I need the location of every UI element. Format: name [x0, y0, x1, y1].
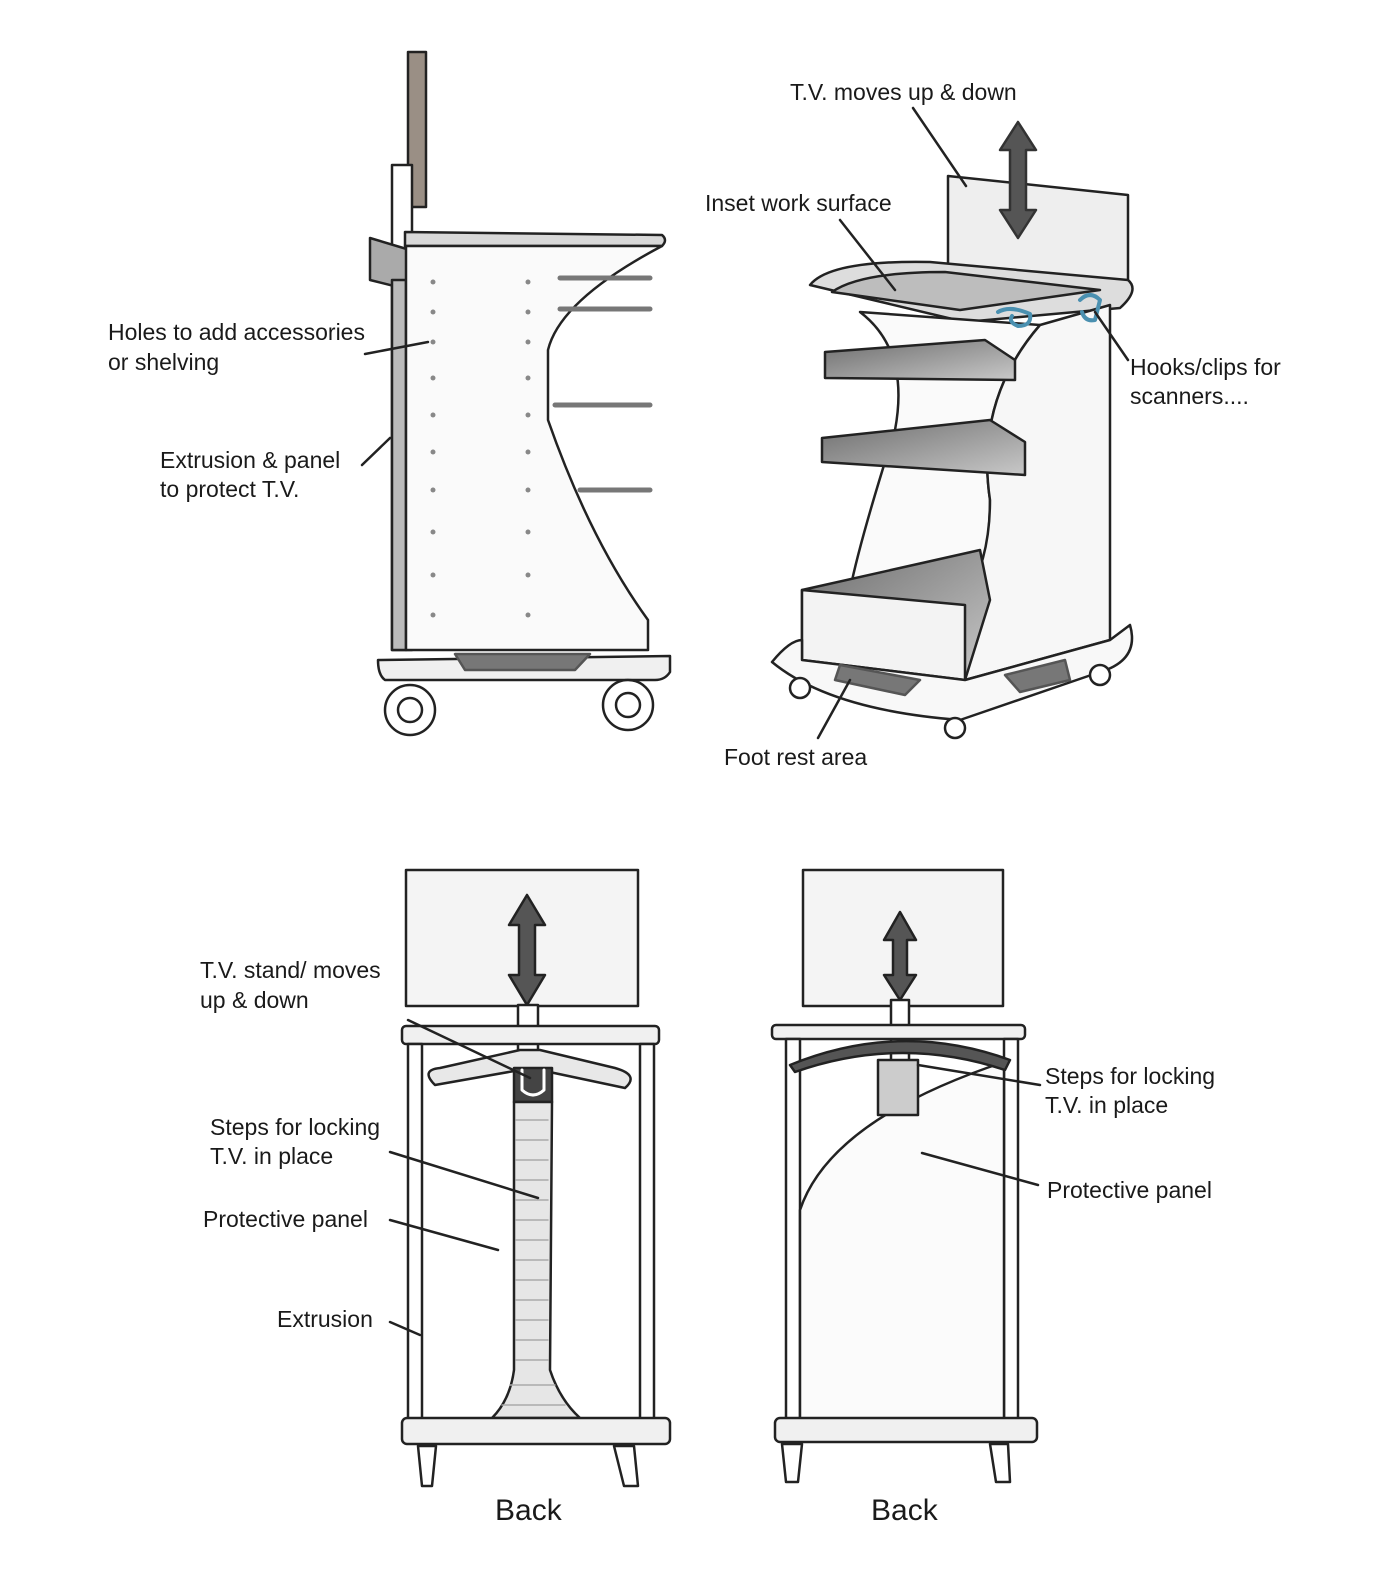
label-inset-work-surface: Inset work surface	[705, 190, 892, 216]
label-holes-line2: or shelving	[108, 349, 220, 375]
label-tv-stand-line1: T.V. stand/ moves	[200, 957, 381, 983]
label-tv-moves: T.V. moves up & down	[790, 79, 1017, 105]
label-steps-right-line1: Steps for locking	[1045, 1063, 1216, 1089]
label-steps-left-line2: T.V. in place	[210, 1143, 334, 1169]
label-steps-right-line2: T.V. in place	[1045, 1092, 1169, 1118]
label-extrusion-panel-line2: to protect T.V.	[160, 476, 300, 502]
label-extrusion: Extrusion	[277, 1306, 373, 1332]
back-view-right	[770, 868, 1042, 1484]
label-hooks-line2: scanners....	[1130, 383, 1249, 409]
accessory-holes	[430, 279, 531, 618]
label-tv-stand-line2: up & down	[200, 987, 309, 1013]
label-protective-left: Protective panel	[203, 1206, 368, 1232]
back-view-left	[388, 868, 672, 1488]
label-protective-right: Protective panel	[1047, 1177, 1212, 1203]
perspective-cart	[770, 106, 1134, 740]
caption-back-right: Back	[871, 1494, 938, 1527]
label-hooks-line1: Hooks/clips for	[1130, 354, 1281, 380]
label-steps-left-line1: Steps for locking	[210, 1114, 381, 1140]
label-foot-rest: Foot rest area	[724, 744, 868, 770]
label-holes-line1: Holes to add accessories	[108, 319, 365, 345]
label-extrusion-panel-line1: Extrusion & panel	[160, 447, 341, 473]
caption-back-left: Back	[495, 1494, 562, 1527]
side-view-cart	[360, 50, 672, 737]
